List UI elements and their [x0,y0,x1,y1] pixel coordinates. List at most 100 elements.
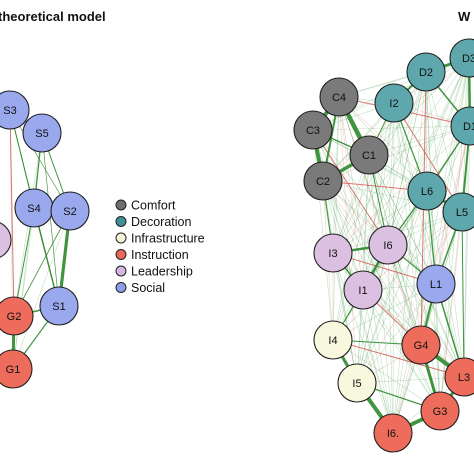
left-panel-title: theoretical model [0,9,106,24]
node-l3: L3 [444,357,474,397]
faint-edge [312,129,364,291]
node-label: L5 [456,207,468,219]
faint-edge [392,102,395,434]
faint-edge [368,154,437,285]
faint-edge [392,190,428,434]
faint-edge [356,190,428,384]
node-circle [373,413,413,453]
node-label: S4 [27,203,40,215]
faint-edge [338,96,422,346]
node-circle [293,110,333,150]
faint-edge [387,57,470,246]
node-c3: C3 [293,110,333,150]
node-circle [0,90,30,130]
node-d1: D1 [450,106,474,146]
node-s4: S4 [14,188,54,228]
faint-edge [420,190,428,346]
faint-edge [387,71,427,246]
node-circle [39,286,79,326]
positive-edge [461,211,465,378]
legend-swatch [115,282,127,293]
faint-edge [332,102,395,254]
node-i6: I6. [373,413,413,453]
legend-label: Leadership [131,265,193,279]
node-circle [313,320,353,360]
node-label: I6. [387,428,399,440]
legend-swatch [115,265,127,277]
negative-edge [332,339,465,378]
node-label: L3 [458,372,470,384]
node-s2: S2 [50,191,90,231]
faint-edge [356,211,463,384]
node-circle [420,391,460,431]
faint-edge [463,125,471,378]
faint-edge [392,71,427,434]
negative-edge [312,129,389,246]
faint-edge [362,289,394,434]
node-s3: S3 [0,90,30,130]
node-i2: I2 [374,83,414,123]
positive-edge [41,132,60,307]
node-circle [22,113,62,153]
node-label: I3 [328,248,337,260]
faint-edge [322,180,358,384]
faint-edge [368,154,465,378]
faint-edge [387,244,465,378]
negative-edge [393,102,463,213]
node-l1: L1 [416,264,456,304]
node-label: I6 [383,240,392,252]
legend-label: Comfort [131,199,176,213]
node-circle [449,38,474,78]
node-label: L6 [421,186,433,198]
node-circle [343,270,383,310]
legend-label: Instruction [131,248,189,262]
node-label: L1 [430,279,442,291]
faint-edge [12,207,35,370]
node-l6: L6 [407,171,447,211]
node-circle [401,325,441,365]
node-d3: D3 [449,38,474,78]
faint-edge [387,102,395,246]
node-label: D3 [462,53,474,65]
legend-item-decoration: Decoration [115,215,191,229]
node-label: I2 [389,98,398,110]
node-circle [0,296,34,336]
faint-edge [338,96,364,291]
node-i6: I6 [368,225,408,265]
node-c2: C2 [303,161,343,201]
faint-edge [312,129,437,285]
positive-edge [13,210,71,317]
faint-edge [387,244,394,434]
node-circle [444,357,474,397]
node-label: G1 [6,364,21,376]
faint-edge [322,180,463,213]
node-circle [368,225,408,265]
faint-edge [362,154,370,291]
faint-edge [426,57,470,192]
node-circle [337,363,377,403]
legend-swatch [115,216,127,227]
node-circle [406,52,446,92]
node-circle [450,106,474,146]
faint-edge [332,125,471,254]
node-label: C3 [306,125,320,137]
node-i3: I3 [313,233,353,273]
node-label: I5 [352,378,361,390]
faint-edge [312,71,427,131]
legend-swatch [115,232,127,244]
node-c1: C1 [349,135,389,175]
node-label: D2 [419,67,433,79]
node-circle [442,192,474,232]
node-label: D1 [463,121,474,133]
faint-edge [332,252,358,384]
faint-edge [356,283,437,384]
faint-edge [356,125,471,384]
legend-item-comfort: Comfort [115,199,176,213]
faint-edge [362,289,441,412]
node-label: G4 [414,340,429,352]
node-label: G3 [433,406,448,418]
node-label: G2 [7,311,22,323]
faint-edge [322,71,427,182]
